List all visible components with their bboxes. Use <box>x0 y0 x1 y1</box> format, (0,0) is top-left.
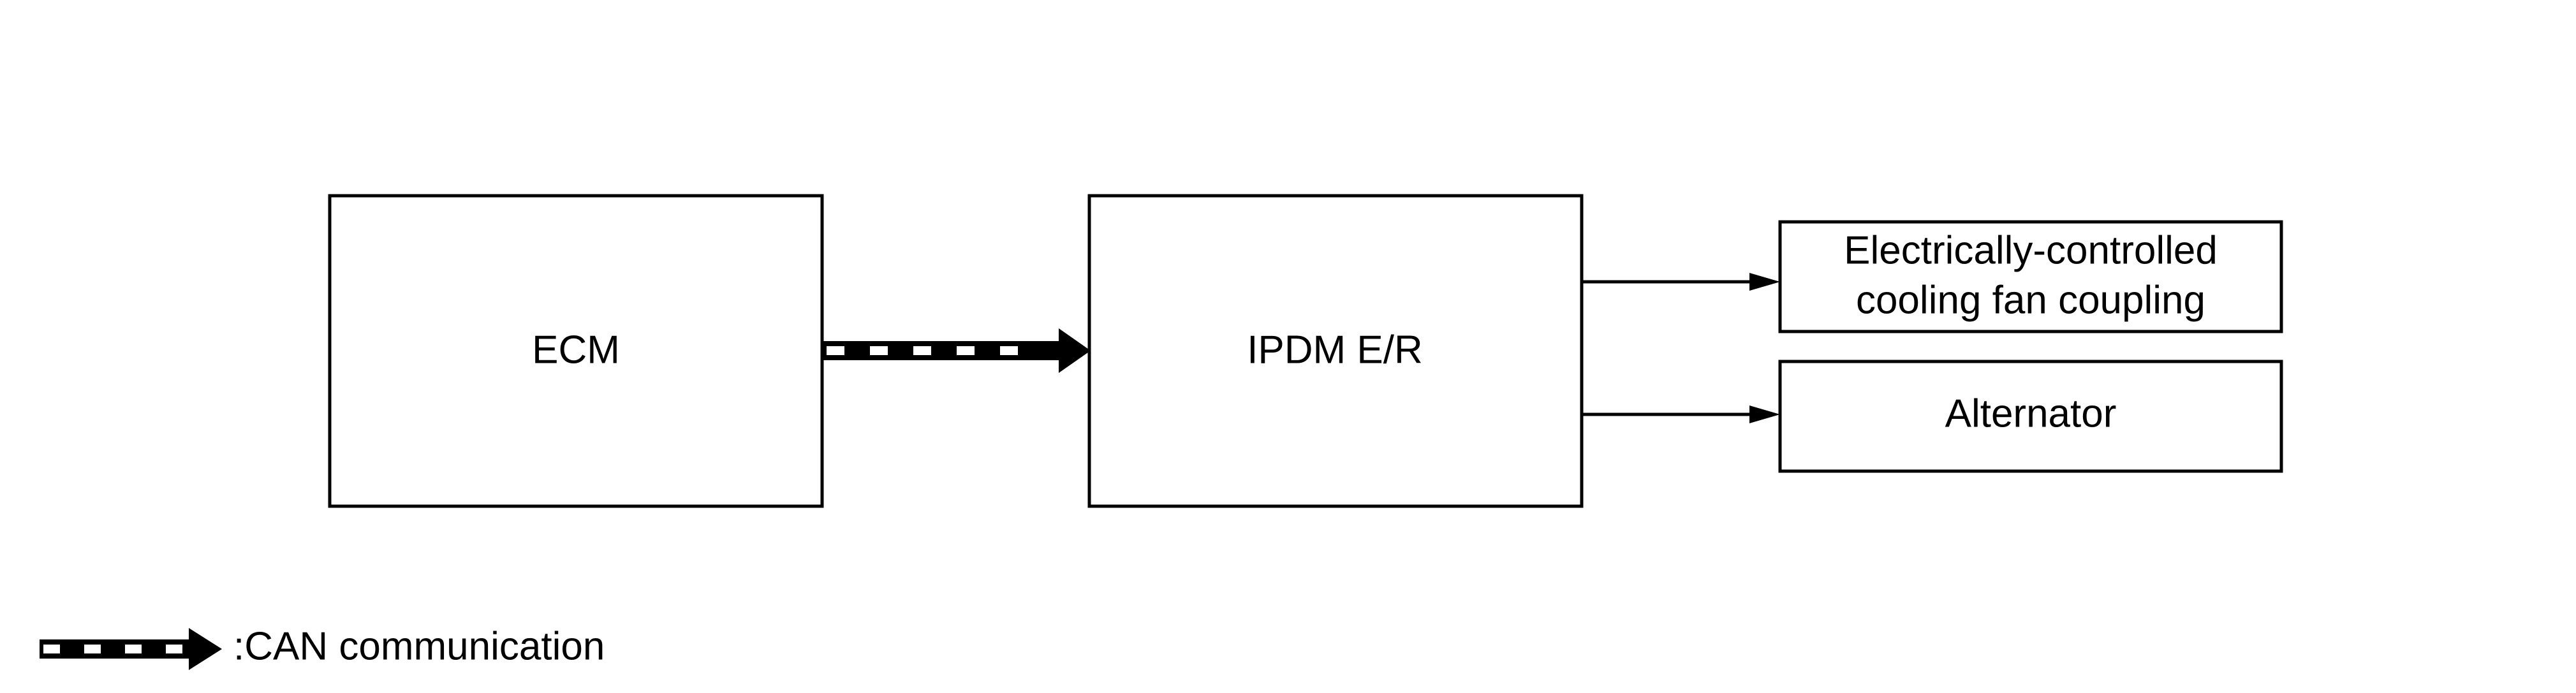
ecm-label: ECM <box>532 328 620 372</box>
ipdm-block: IPDM E/R <box>1087 194 1584 508</box>
fan-coupling-block: Electrically-controlled cooling fan coup… <box>1778 220 2283 333</box>
fan-coupling-label-line1: Electrically-controlled <box>1844 228 2218 272</box>
legend: :CAN communication <box>40 624 605 670</box>
signal-arrow-alternator <box>1582 405 1780 423</box>
alternator-block: Alternator <box>1778 360 2283 473</box>
alternator-label: Alternator <box>1945 391 2117 435</box>
can-arrow <box>822 328 1091 373</box>
ecm-block: ECM <box>328 194 824 508</box>
signal-arrow-fan <box>1582 273 1780 291</box>
fan-coupling-label-line2: cooling fan coupling <box>1856 278 2205 322</box>
legend-can-symbol <box>40 628 222 670</box>
ipdm-label: IPDM E/R <box>1247 328 1423 372</box>
legend-can-label: :CAN communication <box>233 624 605 668</box>
